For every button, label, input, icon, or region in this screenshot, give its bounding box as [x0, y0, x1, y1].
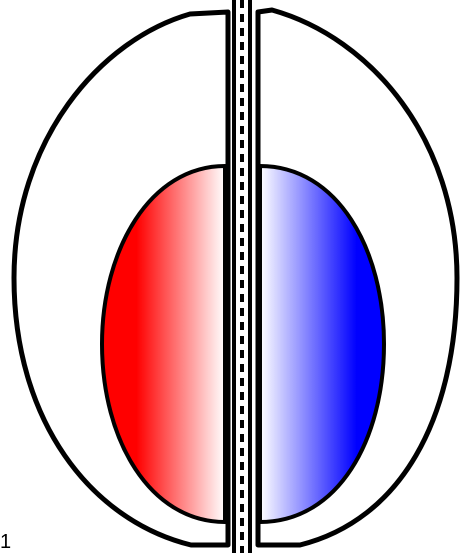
corner-glyph: 1 [0, 531, 12, 553]
